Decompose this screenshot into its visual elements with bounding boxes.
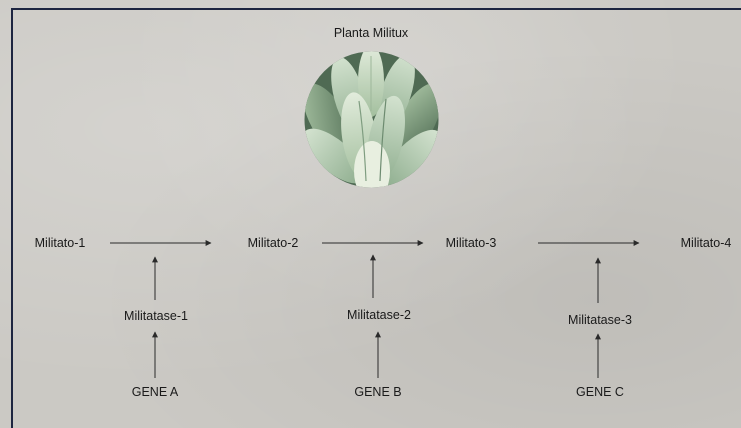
compound-militato-4: Militato-4 [681,236,732,250]
gene-c: GENE C [576,385,624,399]
compound-militato-3: Militato-3 [446,236,497,250]
gene-b: GENE B [354,385,401,399]
compound-militato-2: Militato-2 [248,236,299,250]
enzyme-militatase-3: Militatase-3 [568,313,632,327]
enzyme-militatase-1: Militatase-1 [124,309,188,323]
compound-militato-1: Militato-1 [35,236,86,250]
enzyme-militatase-2: Militatase-2 [347,308,411,322]
gene-a: GENE A [132,385,179,399]
